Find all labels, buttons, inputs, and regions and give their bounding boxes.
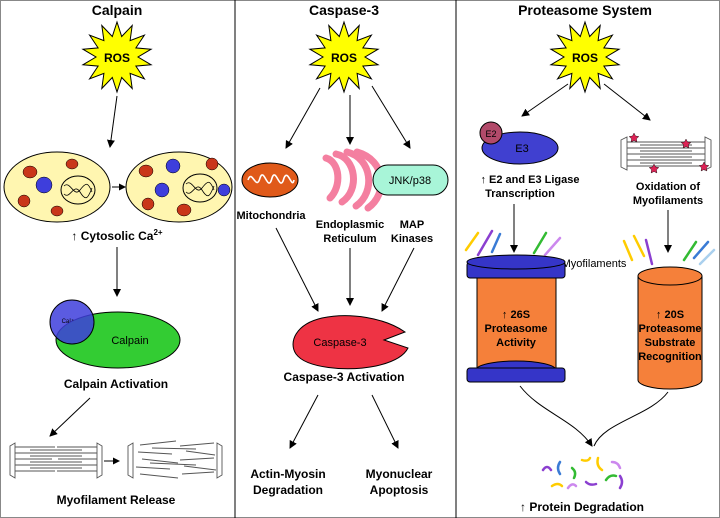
ligase-label-line1: ↑ E2 and E3 Ligase [480,174,579,186]
arrow-icon [289,394,319,449]
caspase-3-activation-label: Caspase-3 Activation [284,370,405,384]
calpain-enzyme-label: Calpain [111,335,148,347]
arrow-icon [371,394,399,449]
arrow-icon [275,227,319,312]
ros-label: ROS [104,51,130,65]
p26-label-line3: Activity [496,337,537,349]
e2-e3-ligase-icon: E2 E3 [479,121,559,165]
proteasome-26s-icon: ↑ 26S Proteasome Activity [466,254,566,383]
oxidation-label-line1: Oxidation of [636,181,701,193]
calpain-panel-title: Calpain [92,2,143,18]
p20-label-line2: Proteasome [639,323,702,335]
myofilaments-label: Myofilaments [562,258,627,270]
ros-starburst-icon: ROS [308,20,380,94]
ros-starburst-icon: ROS [81,20,153,94]
arrow-icon [106,95,118,148]
mitochondria-label: Mitochondria [236,210,306,222]
arrow-icon [519,385,593,447]
proteasome-panel-title: Proteasome System [518,2,652,18]
oxidized-myofilament-icon [620,132,712,174]
myofilament-icon [9,442,103,479]
cell-icon [125,151,233,223]
actin-myosin-label-line2: Degradation [253,483,323,497]
arrow-icon [381,247,415,312]
jnk-p38-label: JNK/p38 [389,175,431,187]
proteasome-20s-icon: ↑ 20S Proteasome Substrate Recognition [637,266,703,390]
myonuclear-label-line1: Myonuclear [366,467,433,481]
e2-label: E2 [485,129,496,139]
ros-label: ROS [331,51,357,65]
er-label-line2: Reticulum [323,233,376,245]
arrow-icon [593,391,669,447]
map-kinases-label-line2: Kinases [391,233,433,245]
calpain-enzyme-icon: Ca²⁺ Calpain [49,299,181,369]
p26-label-line1: ↑ 26S [502,309,530,321]
arrow-icon [521,83,569,117]
ligase-label-line2: Transcription [485,188,555,200]
cell-icon [3,151,111,223]
p20-label-line4: Recognition [638,351,702,363]
caspase-3-enzyme-icon: Caspase-3 [292,315,409,370]
ros-label: ROS [572,51,598,65]
arrow-icon [371,85,411,149]
calcium-ion-label: Ca²⁺ [62,318,75,325]
caspase-panel-title: Caspase-3 [309,2,379,18]
arrow-icon [285,87,321,149]
jnk-p38-icon: JNK/p38 [372,164,449,196]
actin-myosin-label-line1: Actin-Myosin [250,467,325,481]
myofilament-fragments-icon [464,229,716,266]
map-kinases-label-line1: MAP [400,219,424,231]
caspase-3-enzyme-label: Caspase-3 [313,337,366,349]
myofilament-release-label: Myofilament Release [57,493,176,507]
p20-label-line1: ↑ 20S [656,309,684,321]
cytosolic-calcium-label: ↑ Cytosolic Ca2+ [71,228,162,243]
p26-label-line2: Proteasome [485,323,548,335]
e3-label: E3 [515,143,528,155]
ros-starburst-icon: ROS [549,20,621,94]
p20-label-line3: Substrate [645,337,696,349]
myonuclear-label-line2: Apoptosis [370,483,429,497]
calpain-activation-label: Calpain Activation [64,377,168,391]
oxidation-label-line2: Myofilaments [633,195,703,207]
mitochondria-icon [241,162,299,198]
arrow-icon [49,397,91,437]
myofilament-icon [127,440,223,479]
er-label-line1: Endoplasmic [316,219,384,231]
degraded-protein-fragments-icon [541,456,624,490]
calpain-panel: Calpain ROS [3,2,233,507]
caspase-panel: Caspase-3 ROS Mitochondria Endoplasmic R… [236,2,449,497]
protein-degradation-label: ↑ Protein Degradation [520,500,644,514]
proteasome-panel: Proteasome System ROS E2 E3 ↑ E2 and E3 … [464,2,716,514]
arrow-icon [603,83,651,121]
